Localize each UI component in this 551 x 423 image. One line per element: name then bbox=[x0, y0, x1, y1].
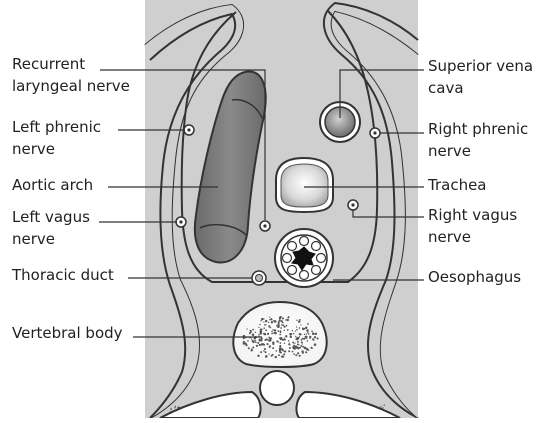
label-right-vagus-1: Right vagus bbox=[428, 204, 517, 226]
label-recurrent-laryngeal-1: Recurrent bbox=[12, 53, 85, 75]
label-right-phrenic-1: Right phrenic bbox=[428, 118, 528, 140]
spinal-canal bbox=[260, 371, 294, 405]
label-svc-2: cava bbox=[428, 77, 464, 99]
label-aortic-arch: Aortic arch bbox=[12, 174, 93, 196]
label-left-vagus-1: Left vagus bbox=[12, 206, 90, 228]
label-svc-1: Superior vena bbox=[428, 55, 533, 77]
label-trachea: Trachea bbox=[428, 174, 487, 196]
label-oesophagus: Oesophagus bbox=[428, 266, 521, 288]
label-right-phrenic-2: nerve bbox=[428, 140, 471, 162]
label-right-vagus-2: nerve bbox=[428, 226, 471, 248]
label-vertebral-body: Vertebral body bbox=[12, 322, 123, 344]
label-left-phrenic-1: Left phrenic bbox=[12, 116, 101, 138]
label-recurrent-laryngeal-2: laryngeal nerve bbox=[12, 75, 130, 97]
label-thoracic-duct: Thoracic duct bbox=[12, 264, 114, 286]
label-left-phrenic-2: nerve bbox=[12, 138, 55, 160]
label-left-vagus-2: nerve bbox=[12, 228, 55, 250]
